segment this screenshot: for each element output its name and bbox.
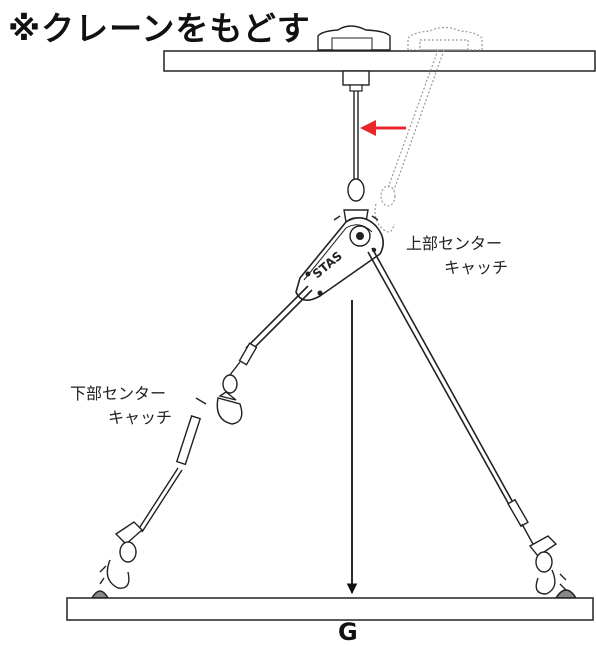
bottom-right-hook <box>528 535 578 599</box>
lower-center-catch-label-line1: 下部センター <box>70 384 167 403</box>
load-plate <box>66 597 594 621</box>
return-arrow <box>360 120 406 136</box>
hoist-wire <box>353 91 359 180</box>
hoist-wire-ghost <box>374 49 445 233</box>
hoist-block <box>342 70 370 92</box>
upper-center-catch-label-line1: 上部センター <box>406 234 503 253</box>
stas-center-catch-body: STAS <box>295 217 384 301</box>
bottom-left-hook <box>90 521 144 599</box>
sling-wires <box>245 247 517 511</box>
gravity-label: G <box>338 618 358 646</box>
upper-center-catch-label-line2: キャッチ <box>444 258 509 277</box>
crane-trolley <box>317 25 391 51</box>
lower-center-catch-label-line2: キャッチ <box>108 408 173 427</box>
crane-trolley-ghost <box>407 26 483 51</box>
left-sling-lower <box>137 342 258 533</box>
page-title: ※クレーンをもどす <box>8 9 311 48</box>
ceiling-beam <box>163 50 596 72</box>
right-sling-lower <box>507 498 535 547</box>
